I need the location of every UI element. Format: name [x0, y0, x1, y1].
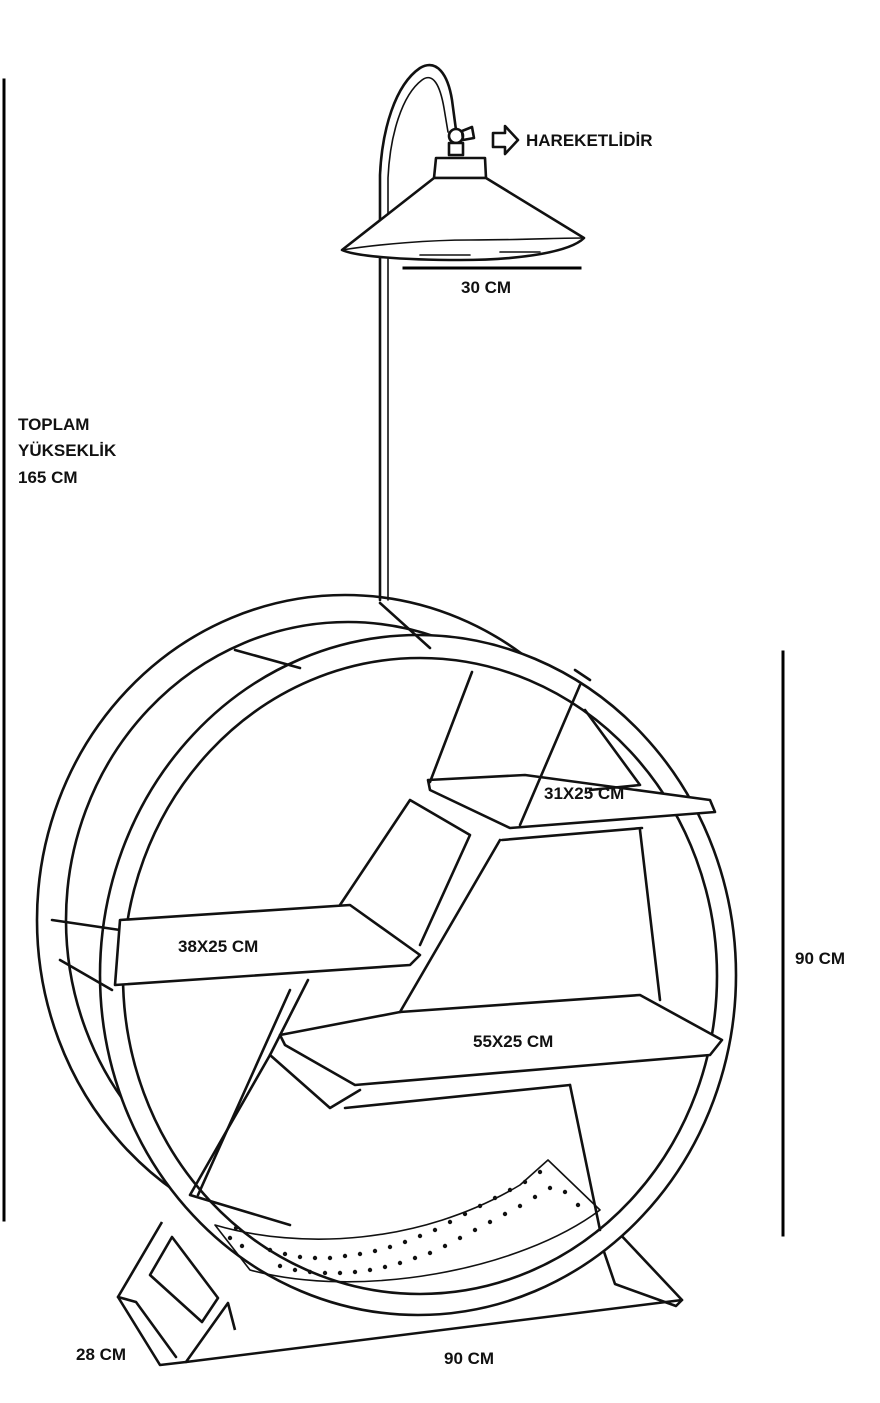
total-height-label-line1: TOPLAM [18, 415, 89, 434]
right-arrow-icon [491, 124, 520, 156]
shade-width-label: 30 CM [461, 278, 511, 297]
perforated-tray [214, 1159, 601, 1283]
total-height-label-line3: 165 CM [18, 468, 78, 487]
shelf-left-label: 38X25 CM [178, 937, 258, 956]
round-shelf [35, 593, 738, 1367]
depth-label: 28 CM [76, 1345, 126, 1364]
shelf-base-front [116, 1221, 237, 1367]
adjust-knob [447, 125, 476, 157]
lamp-pole [378, 63, 458, 602]
shelf-middle [278, 993, 724, 1087]
shelf-height-label: 90 CM [795, 949, 845, 968]
floor-lamp [340, 63, 586, 602]
shelf-middle-label: 55X25 CM [473, 1032, 553, 1051]
shelf-top-label: 31X25 CM [544, 784, 624, 803]
lamp-pole-inner-edge [387, 76, 449, 601]
total-height-label-line2: YÜKSEKLİK [18, 441, 117, 460]
width-label: 90 CM [444, 1349, 494, 1368]
shelf-left [113, 903, 422, 987]
movable-label: HAREKETLİDİR [526, 131, 653, 150]
perforation-pattern [227, 1169, 581, 1276]
lamp-shade [340, 156, 586, 262]
shelf-top-right [426, 773, 717, 830]
